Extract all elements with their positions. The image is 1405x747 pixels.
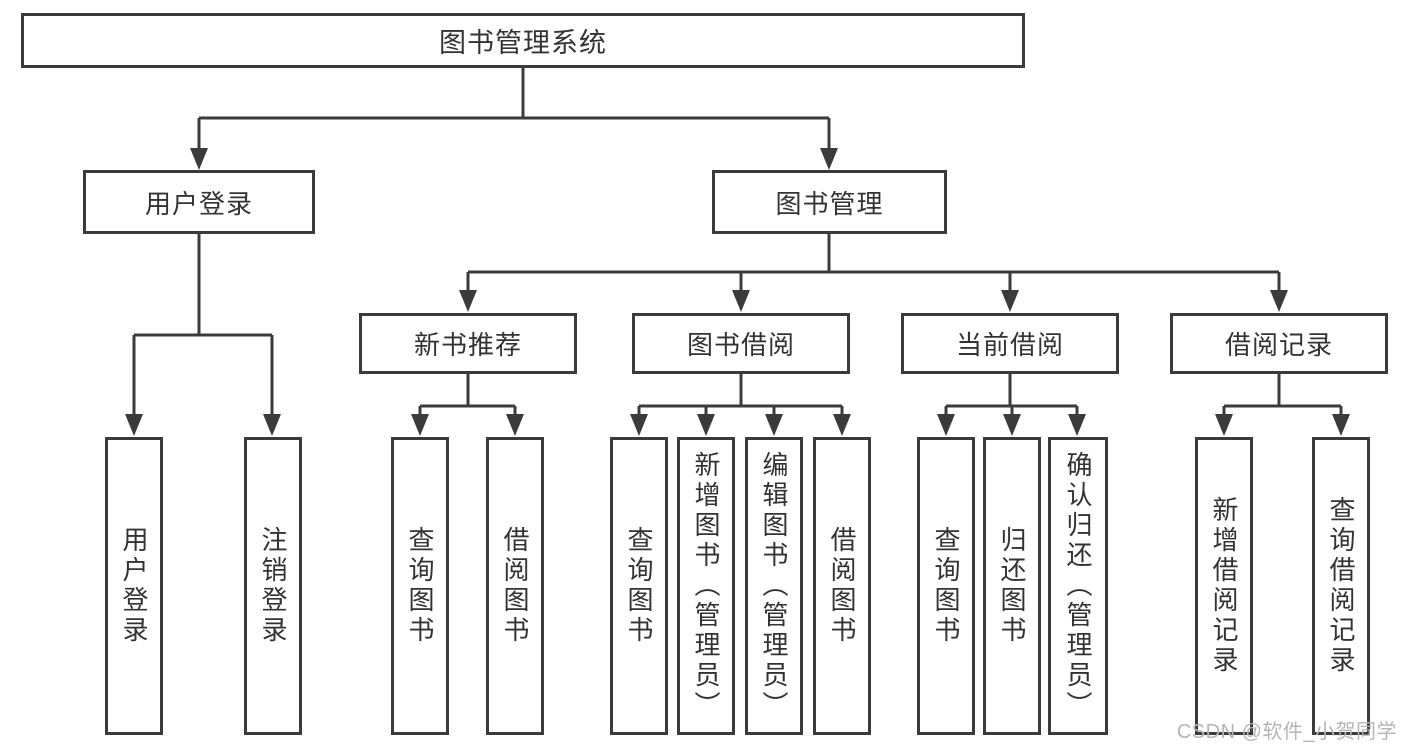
leaf-logout-login: 注销登录 xyxy=(244,437,302,735)
leaf-label: 查询图书 xyxy=(624,526,654,646)
leaf-label: 新增借阅记录 xyxy=(1209,496,1239,676)
leaf-label: 查询图书 xyxy=(405,526,435,646)
leaf-label: 用户登录 xyxy=(119,526,149,646)
leaf-borrowing-query-books: 查询图书 xyxy=(610,437,668,735)
leaf-label: 借阅图书 xyxy=(500,526,530,646)
csdn-watermark: CSDN @软件_小贺同学 xyxy=(1176,721,1397,743)
node-current-borrowing: 当前借阅 xyxy=(901,313,1119,374)
node-borrowing-records: 借阅记录 xyxy=(1170,313,1388,374)
node-label: 图书借阅 xyxy=(686,330,795,360)
leaf-borrowing-add-books-admin: 新增图书（管理员） xyxy=(677,437,735,735)
leaf-recommend-borrow-books: 借阅图书 xyxy=(486,437,544,735)
leaf-records-add-borrow-record: 新增借阅记录 xyxy=(1195,437,1253,735)
node-label: 图书管理系统 xyxy=(439,28,607,58)
leaf-borrowing-borrow-books: 借阅图书 xyxy=(813,437,871,735)
node-library-management-system: 图书管理系统 xyxy=(21,13,1025,68)
leaf-current-confirm-return-admin: 确认归还（管理员） xyxy=(1048,437,1108,735)
leaf-label: 注销登录 xyxy=(258,526,288,646)
node-book-borrowing: 图书借阅 xyxy=(632,313,850,374)
leaf-label: 查询图书 xyxy=(931,526,961,646)
node-label: 当前借阅 xyxy=(955,330,1064,360)
leaf-label: 新增图书（管理员） xyxy=(691,451,721,721)
leaf-current-query-books: 查询图书 xyxy=(917,437,975,735)
node-label: 新书推荐 xyxy=(413,330,522,360)
leaf-label: 查询借阅记录 xyxy=(1326,496,1356,676)
leaf-records-query-borrow-record: 查询借阅记录 xyxy=(1312,437,1370,735)
leaf-user-login: 用户登录 xyxy=(105,437,163,735)
node-book-management: 图书管理 xyxy=(712,170,947,234)
leaf-borrowing-edit-books-admin: 编辑图书（管理员） xyxy=(745,437,803,735)
node-new-book-recommend: 新书推荐 xyxy=(359,313,577,374)
leaf-current-return-books: 归还图书 xyxy=(983,437,1041,735)
leaf-label: 归还图书 xyxy=(997,526,1027,646)
node-user-login: 用户登录 xyxy=(83,170,315,234)
leaf-label: 借阅图书 xyxy=(827,526,857,646)
node-label: 借阅记录 xyxy=(1224,330,1333,360)
node-label: 用户登录 xyxy=(144,188,253,219)
leaf-recommend-query-books: 查询图书 xyxy=(391,437,449,735)
node-label: 图书管理 xyxy=(775,188,884,219)
leaf-label: 确认归还（管理员） xyxy=(1063,451,1093,721)
leaf-label: 编辑图书（管理员） xyxy=(759,451,789,721)
